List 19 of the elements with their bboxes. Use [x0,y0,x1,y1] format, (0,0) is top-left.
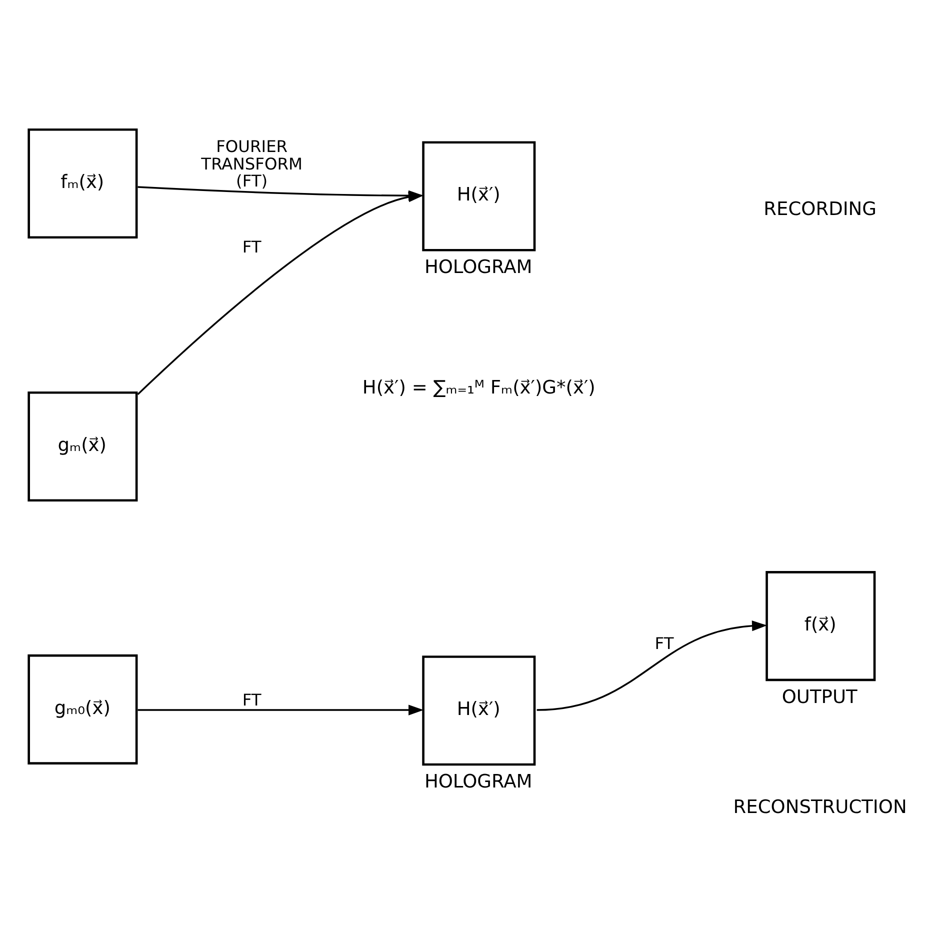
node-box: H(x⃗′) [422,655,536,766]
node-label: HOLOGRAM [424,256,532,278]
node-label: HOLOGRAM [424,770,532,792]
node-box: gₘ(x⃗) [28,390,138,502]
arrow [536,620,768,710]
edge-label: FT [242,237,262,256]
edge-label: FOURIER TRANSFORM (FT) [201,136,302,190]
node-label: OUTPUT [782,686,858,708]
edge-label: FT [654,633,674,652]
node-box: gₘ₀(x⃗) [28,654,138,764]
arrow [138,704,424,715]
arrow [137,191,424,394]
edge-label: FT [242,690,262,710]
label: H(x⃗′) = ∑ₘ₌₁ᴹ Fₘ(x⃗′)G*(x⃗′) [362,377,596,398]
node-box: H(x⃗′) [422,140,536,251]
node-box: fₘ(x⃗) [28,128,138,238]
label: RECONSTRUCTION [733,796,907,818]
node-box: f(x⃗) [766,570,876,681]
label: RECORDING [764,198,877,220]
